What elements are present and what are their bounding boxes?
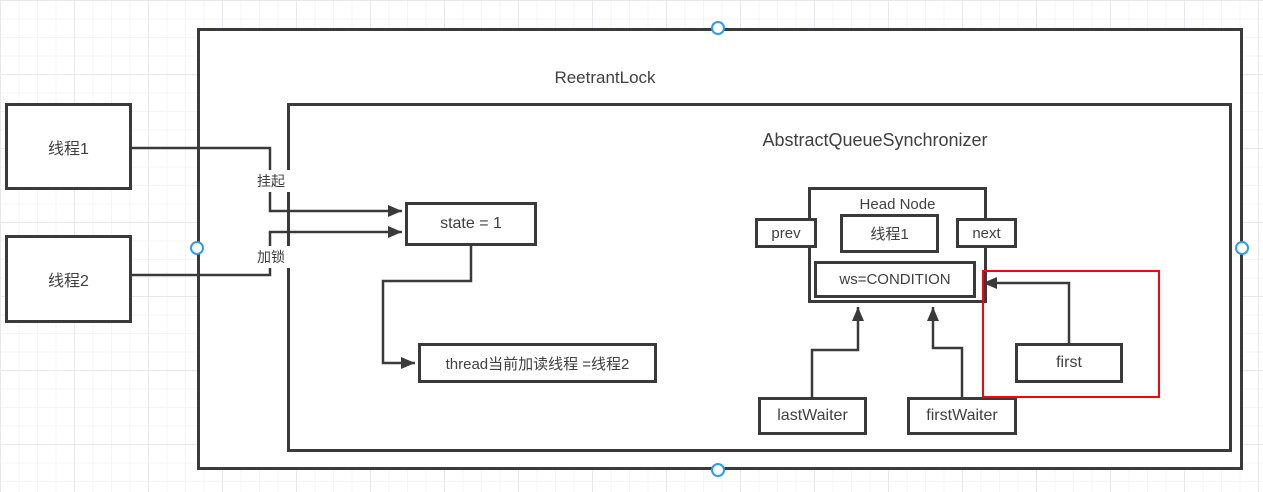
lastwaiter-node[interactable]: lastWaiter bbox=[758, 397, 867, 435]
aqs-container[interactable] bbox=[287, 103, 1232, 452]
edge-label-suspend[interactable]: 挂起 bbox=[252, 170, 290, 192]
connector-state-to-threadfield[interactable] bbox=[381, 246, 473, 369]
connector-first-to-ws[interactable] bbox=[983, 277, 1071, 343]
state-node[interactable]: state = 1 bbox=[405, 202, 537, 246]
selection-handle-bottom[interactable] bbox=[711, 463, 725, 477]
selection-handle-top[interactable] bbox=[711, 21, 725, 35]
next-label: next bbox=[972, 224, 1001, 242]
head-thread-node[interactable]: 线程1 bbox=[840, 214, 939, 253]
firstwaiter-label: firstWaiter bbox=[926, 407, 998, 424]
prev-node[interactable]: prev bbox=[755, 218, 817, 248]
firstwaiter-node[interactable]: firstWaiter bbox=[907, 397, 1017, 435]
first-node[interactable]: first bbox=[1015, 343, 1123, 383]
head-node-title: Head Node bbox=[859, 196, 936, 213]
ws-condition-node[interactable]: ws=CONDITION bbox=[814, 261, 976, 298]
state-label: state = 1 bbox=[440, 215, 502, 232]
aqs-title: AbstractQueueSynchronizer bbox=[762, 130, 988, 150]
highlight-rectangle[interactable] bbox=[982, 270, 1160, 398]
selection-handle-right[interactable] bbox=[1235, 241, 1249, 255]
head-thread-label: 线程1 bbox=[870, 226, 909, 243]
thread1-label: 线程1 bbox=[48, 140, 89, 158]
thread2-node[interactable]: 线程2 bbox=[5, 235, 132, 323]
lastwaiter-label: lastWaiter bbox=[777, 407, 848, 424]
prev-label: prev bbox=[771, 224, 801, 242]
selection-handle-left[interactable] bbox=[190, 241, 204, 255]
connector-firstwaiter-to-headnode[interactable] bbox=[927, 307, 964, 397]
next-node[interactable]: next bbox=[956, 218, 1017, 248]
edge-label-lock[interactable]: 加锁 bbox=[252, 246, 290, 268]
thread2-label: 线程2 bbox=[48, 273, 89, 290]
first-label: first bbox=[1056, 354, 1082, 371]
thread1-node[interactable]: 线程1 bbox=[5, 103, 132, 190]
ws-condition-label: ws=CONDITION bbox=[839, 271, 951, 288]
reentrantlock-title: ReetrantLock bbox=[554, 68, 656, 87]
thread-field-node[interactable]: thread当前加读线程 =线程2 bbox=[418, 343, 657, 383]
connector-lastwaiter-to-headnode[interactable] bbox=[810, 307, 864, 397]
thread-field-label: thread当前加读线程 =线程2 bbox=[445, 355, 630, 373]
